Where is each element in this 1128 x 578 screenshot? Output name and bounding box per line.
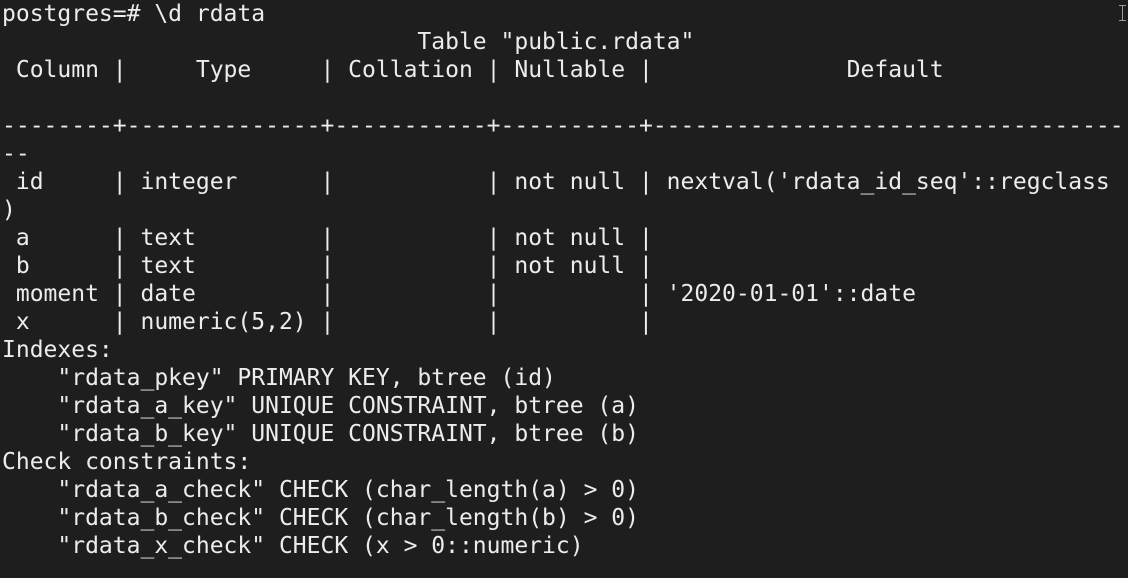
table-row: a | text | | not null | [2, 225, 653, 251]
blank-line [2, 84, 1126, 112]
table-row: b | text | | not null | [2, 253, 653, 279]
table-separator-wrap-line: -- [2, 141, 30, 167]
ibeam-cap-bottom [1119, 20, 1126, 21]
command-prompt-line: postgres=# \d rdata [2, 1, 266, 27]
ibeam-stem [1122, 5, 1123, 21]
table-row: id | integer | | not null | nextval('rda… [2, 169, 1110, 195]
indexes-heading: Indexes: [2, 337, 113, 363]
index-item: "rdata_a_key" UNIQUE CONSTRAINT, btree (… [2, 393, 639, 419]
check-constraint-item: "rdata_a_check" CHECK (char_length(a) > … [2, 477, 639, 503]
table-separator-line: --------+--------------+-----------+----… [2, 113, 1126, 139]
index-item: "rdata_pkey" PRIMARY KEY, btree (id) [2, 365, 556, 391]
table-title-line: Table "public.rdata" [2, 29, 695, 55]
check-constraint-item: "rdata_x_check" CHECK (x > 0::numeric) [2, 533, 584, 559]
index-item: "rdata_b_key" UNIQUE CONSTRAINT, btree (… [2, 421, 639, 447]
table-row: x | numeric(5,2) | | | [2, 309, 653, 335]
table-row-wrap-line: ) [2, 197, 16, 223]
check-constraints-heading: Check constraints: [2, 449, 252, 475]
table-header-line: Column | Type | Collation | Nullable | D… [2, 57, 944, 83]
table-row: moment | date | | | '2020-01-01'::date [2, 281, 916, 307]
check-constraint-item: "rdata_b_check" CHECK (char_length(b) > … [2, 505, 639, 531]
ibeam-cursor-icon [1119, 5, 1127, 21]
